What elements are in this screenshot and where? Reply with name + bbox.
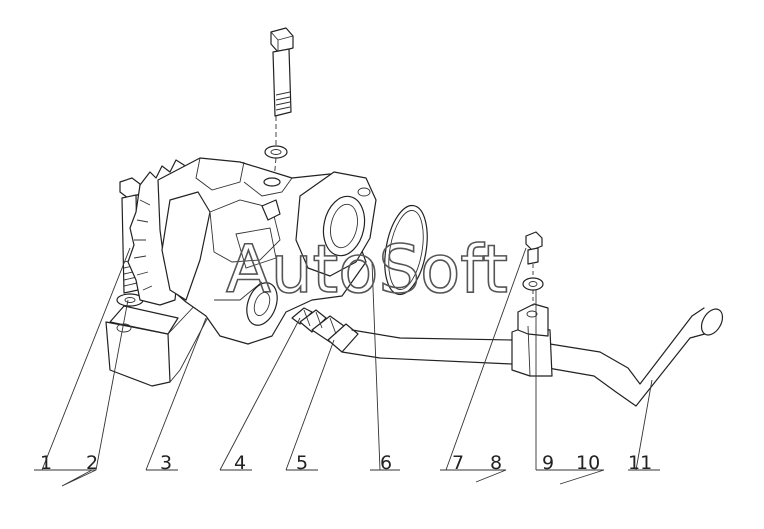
leader-lines (34, 247, 660, 487)
left-washer (116, 293, 144, 307)
hose-fitting (291, 307, 359, 353)
callout-4: 4 (234, 452, 246, 474)
callout-10: 10 (576, 452, 600, 474)
clamp-bolt (522, 231, 544, 306)
upper-bolt (270, 27, 294, 117)
hose-clamp (511, 303, 553, 377)
bracket (105, 299, 216, 387)
hose-line (341, 307, 724, 407)
watermark: AutoSoft (226, 231, 508, 308)
o-ring (384, 204, 428, 296)
upper-washer (264, 145, 288, 159)
callout-1: 1 (40, 452, 52, 474)
callout-2: 2 (86, 452, 98, 474)
callout-3: 3 (160, 452, 172, 474)
callout-11: 11 (628, 452, 652, 474)
outlet-flange (295, 171, 377, 277)
callout-6: 6 (380, 452, 392, 474)
callout-7: 7 (452, 452, 464, 474)
callout-9: 9 (542, 452, 554, 474)
callout-5: 5 (296, 452, 308, 474)
callout-labels: 1 2 3 4 5 6 7 8 9 10 11 (40, 452, 652, 474)
callout-8: 8 (490, 452, 502, 474)
